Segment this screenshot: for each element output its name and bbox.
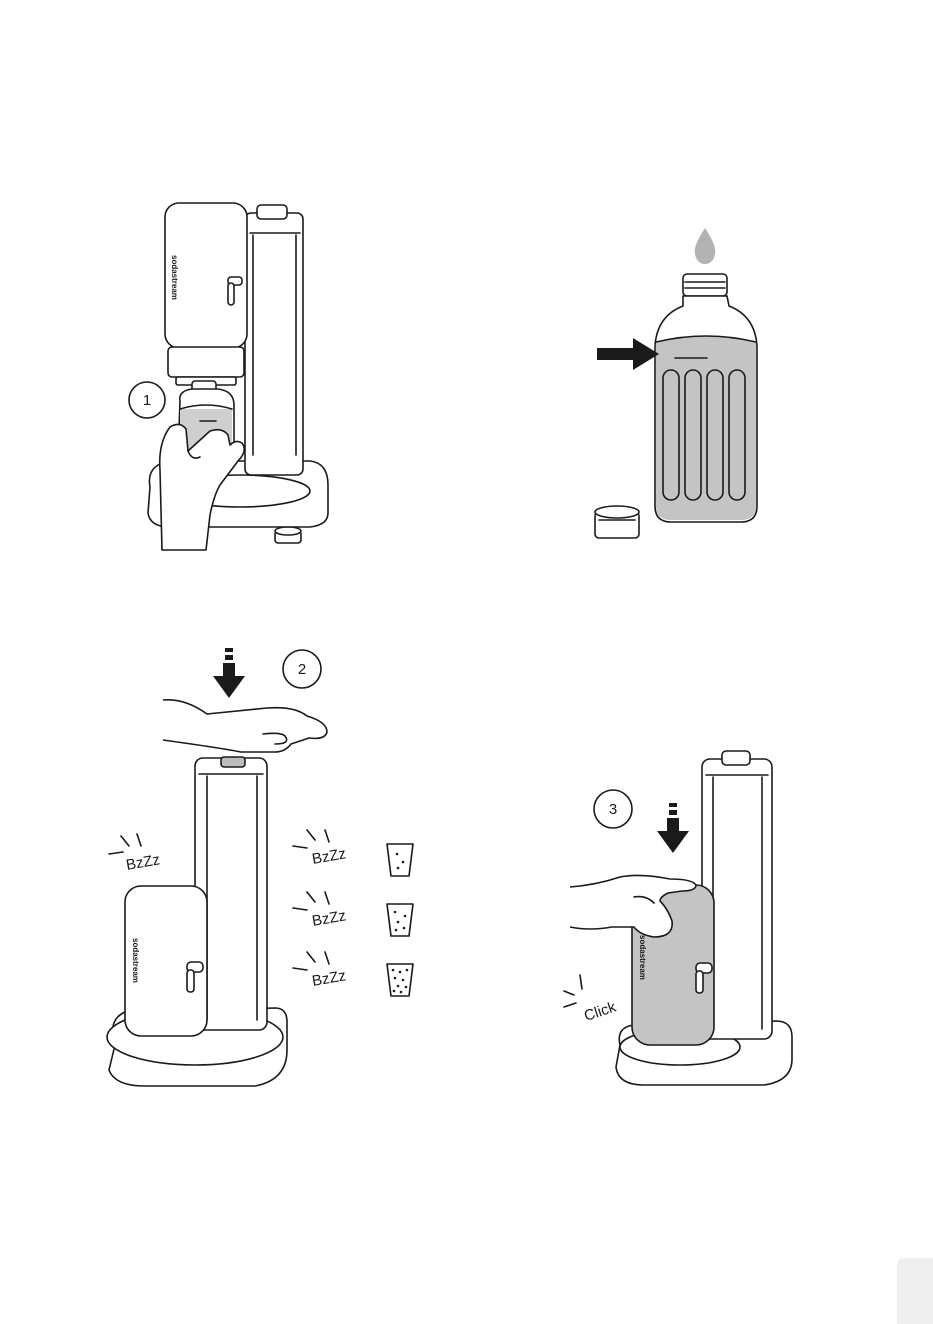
svg-text:BzZz: BzZz <box>311 967 348 990</box>
gas-button <box>722 751 750 765</box>
arrow-right-icon <box>597 338 659 370</box>
click-sound: Click <box>564 975 619 1025</box>
panel-fill-line <box>585 220 785 550</box>
svg-text:BzZz: BzZz <box>311 845 348 868</box>
svg-text:BzZz: BzZz <box>311 907 348 930</box>
glass-icon <box>387 844 413 876</box>
svg-text:sodastream: sodastream <box>131 938 140 983</box>
svg-text:3: 3 <box>609 801 617 818</box>
svg-text:2: 2 <box>298 661 306 678</box>
carbonation-level-2: BzZz <box>293 892 413 936</box>
svg-text:sodastream: sodastream <box>638 935 647 980</box>
water-drop-icon <box>695 228 716 264</box>
svg-text:1: 1 <box>143 392 151 409</box>
page-tab <box>897 1258 933 1324</box>
hand <box>163 700 327 752</box>
brand-label: sodastream <box>170 255 179 300</box>
carbonation-level-1: BzZz <box>293 830 413 876</box>
gas-button <box>257 205 287 219</box>
panel-carbonate: 2 sodastream BzZz BzZz <box>95 640 445 1100</box>
carbonation-level-3: BzZz <box>293 952 413 996</box>
glass-icon <box>387 904 413 936</box>
svg-text:BzZz: BzZz <box>125 851 162 874</box>
panel-attach-bottle: sodastream 1 <box>110 195 350 565</box>
buzz-sound-left: BzZz <box>109 834 161 874</box>
press-down-arrow-icon <box>657 818 689 853</box>
press-down-arrow-icon <box>213 663 245 698</box>
svg-text:Click: Click <box>582 998 619 1024</box>
panel-release-click: 3 sodastream Click <box>550 745 810 1095</box>
